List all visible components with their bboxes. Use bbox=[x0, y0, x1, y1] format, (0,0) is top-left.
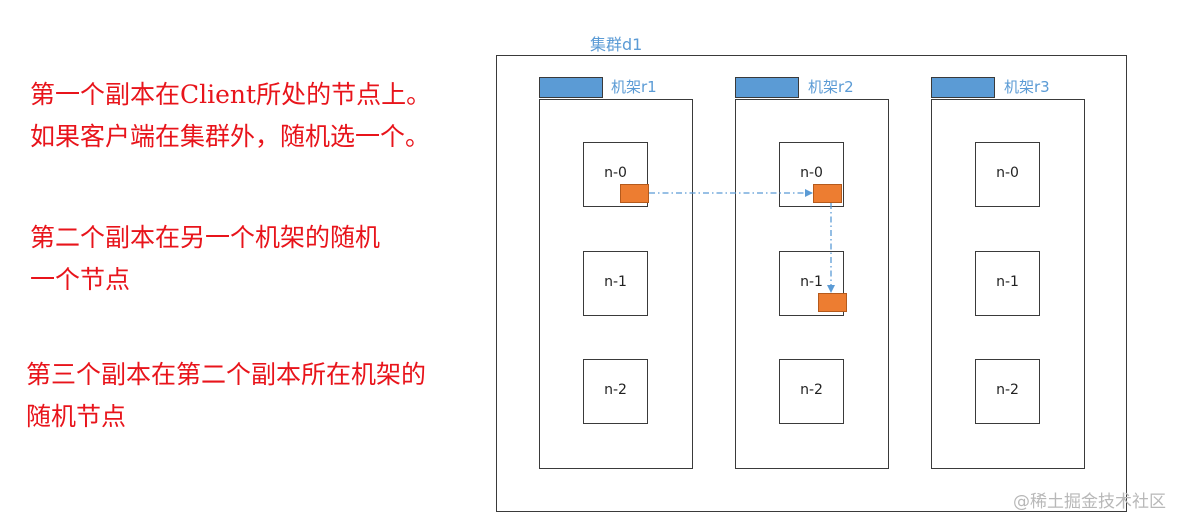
cluster-label: 集群d1 bbox=[590, 35, 643, 54]
rack-r1-label: 机架r1 bbox=[611, 78, 657, 96]
rack-r3-label: 机架r3 bbox=[1004, 78, 1050, 96]
replica-rule-2-line-2: 一个节点 bbox=[30, 265, 131, 294]
replica-block-1 bbox=[620, 184, 649, 203]
replica-rule-1: 第一个副本在Client所处的节点上。 如果客户端在集群外，随机选一个。 bbox=[30, 74, 431, 158]
replica-block-2 bbox=[813, 184, 842, 203]
watermark: @稀土掘金技术社区 bbox=[1013, 492, 1166, 512]
node-label: n-0 bbox=[604, 165, 627, 181]
rack-r2-node-2: n-2 bbox=[779, 359, 844, 424]
node-label: n-2 bbox=[996, 382, 1019, 398]
node-label: n-2 bbox=[604, 382, 627, 398]
rack-r1-node-0: n-0 bbox=[583, 142, 648, 207]
rack-r2 bbox=[735, 99, 889, 469]
rack-r3-node-2: n-2 bbox=[975, 359, 1040, 424]
rack-r3-node-1: n-1 bbox=[975, 251, 1040, 316]
replica-rule-2: 第二个副本在另一个机架的随机 一个节点 bbox=[30, 217, 380, 301]
rack-r3 bbox=[931, 99, 1085, 469]
replica-rule-3: 第三个副本在第二个副本所在机架的 随机节点 bbox=[26, 354, 426, 438]
replica-rule-2-line-1: 第二个副本在另一个机架的随机 bbox=[30, 223, 381, 252]
rack-r2-label: 机架r2 bbox=[808, 78, 854, 96]
node-label: n-2 bbox=[800, 382, 823, 398]
replica-rule-1-line-1: 第一个副本在Client所处的节点上。 bbox=[30, 80, 432, 109]
node-label: n-1 bbox=[604, 274, 627, 290]
rack-r2-tab bbox=[735, 77, 799, 98]
node-label: n-1 bbox=[800, 274, 823, 290]
rack-r1-tab bbox=[539, 77, 603, 98]
rack-r3-node-0: n-0 bbox=[975, 142, 1040, 207]
rack-r1-node-1: n-1 bbox=[583, 251, 648, 316]
replica-block-3 bbox=[818, 293, 847, 312]
node-label: n-0 bbox=[800, 165, 823, 181]
replica-rule-1-line-2: 如果客户端在集群外，随机选一个。 bbox=[30, 122, 431, 151]
replica-rule-3-line-2: 随机节点 bbox=[26, 402, 127, 431]
cluster-box bbox=[496, 55, 1127, 512]
rack-r3-tab bbox=[931, 77, 995, 98]
rack-r1-node-2: n-2 bbox=[583, 359, 648, 424]
replica-rule-3-line-1: 第三个副本在第二个副本所在机架的 bbox=[26, 360, 427, 389]
node-label: n-1 bbox=[996, 274, 1019, 290]
rack-r1 bbox=[539, 99, 693, 469]
node-label: n-0 bbox=[996, 165, 1019, 181]
